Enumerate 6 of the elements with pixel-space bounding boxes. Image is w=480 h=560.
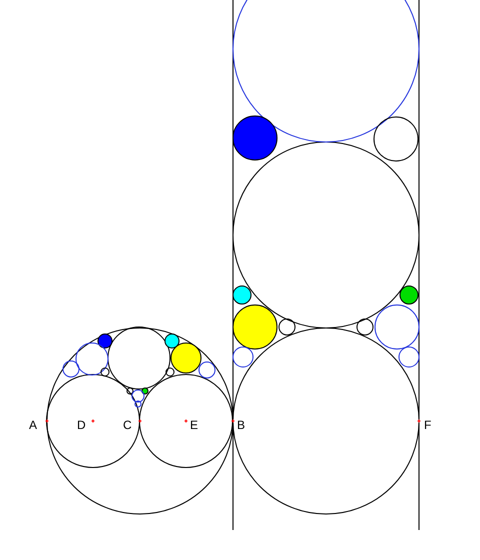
point-label: A (29, 419, 38, 431)
point-label: C (123, 419, 132, 431)
point-label: F (424, 419, 432, 431)
point-label: D (77, 419, 86, 431)
point-label: B (237, 419, 246, 431)
point-label: E (190, 419, 198, 431)
